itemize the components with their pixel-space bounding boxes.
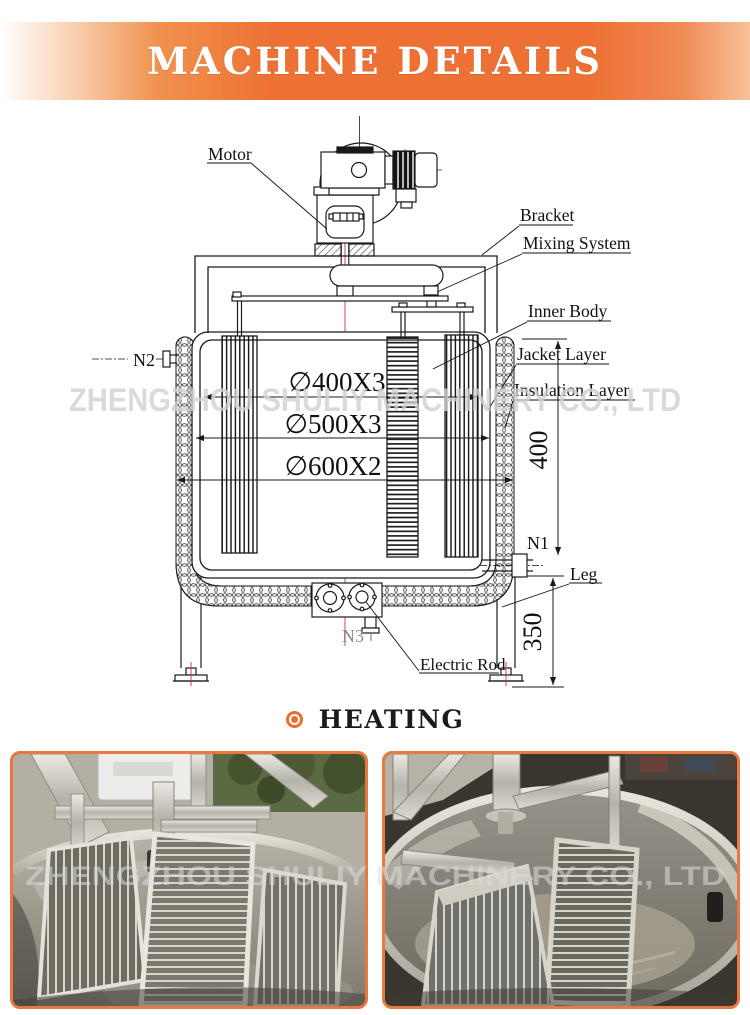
dimension-outer-diameter: ∅600X2 xyxy=(284,451,381,481)
photo-left-illustration xyxy=(13,754,365,1006)
heating-bullet-icon xyxy=(285,710,303,728)
mixing-system-bar xyxy=(329,264,444,287)
diameter-dimensions: ∅400X3 ∅500X3 ∅600X2 xyxy=(177,367,513,484)
photo-heating-elements xyxy=(10,751,368,1009)
paddle-center xyxy=(386,336,419,558)
label-motor: Motor xyxy=(208,144,252,164)
motor-fins xyxy=(392,150,416,190)
label-inner-body: Inner Body xyxy=(528,301,607,321)
label-insulation-layer: Insulation Layer xyxy=(514,380,629,400)
nozzles xyxy=(92,350,545,641)
legs xyxy=(173,575,524,686)
motor-end-cap xyxy=(414,152,438,188)
machine-diagram: ∅400X3 ∅500X3 ∅600X2 400 350 xyxy=(0,100,750,700)
heating-element-panels xyxy=(36,831,348,1006)
motor-assembly xyxy=(313,142,438,296)
dimension-body-height: 400 xyxy=(524,431,553,470)
page-title: MACHINE DETAILS xyxy=(147,39,603,83)
photo-tank-interior xyxy=(382,751,740,1009)
dimension-jacket-diameter: ∅500X3 xyxy=(284,409,381,439)
callout-labels: Motor Bracket Mixing System Inner Body J… xyxy=(133,144,635,674)
dimension-inner-diameter: ∅400X3 xyxy=(288,367,385,397)
nozzle-n2 xyxy=(162,350,171,368)
machine-diagram-svg: ∅400X3 ∅500X3 ∅600X2 400 350 xyxy=(69,116,681,688)
paddle-right xyxy=(444,334,479,558)
diagram-watermark: ZHENGZHOU SHULIY MACHINERY CO., LTD xyxy=(69,382,681,418)
label-jacket-layer: Jacket Layer xyxy=(517,344,606,364)
label-mixing-system: Mixing System xyxy=(523,233,631,253)
label-n3: N3 xyxy=(342,626,364,646)
dimension-leg-height: 350 xyxy=(518,613,547,652)
heating-section-heading: HEATING xyxy=(0,699,750,739)
header-banner: MACHINE DETAILS xyxy=(0,22,750,100)
electric-rod-ports xyxy=(311,582,383,618)
label-leg: Leg xyxy=(570,564,597,584)
label-electric-rod: Electric Rod xyxy=(420,655,506,674)
label-n1: N1 xyxy=(527,533,549,553)
height-dimensions: 400 350 xyxy=(512,338,567,688)
photo-right-illustration xyxy=(385,754,737,1006)
nozzle-n3 xyxy=(364,616,377,629)
scraper-agitator-panels xyxy=(420,837,640,1006)
heating-section-title: HEATING xyxy=(318,704,465,734)
label-n2: N2 xyxy=(133,350,155,370)
insulation-layer-band xyxy=(175,336,515,607)
mixing-system xyxy=(231,264,474,337)
nozzle-n1 xyxy=(511,553,528,578)
label-bracket: Bracket xyxy=(520,205,575,225)
mixing-paddles xyxy=(221,334,479,558)
paddle-left xyxy=(221,335,258,554)
